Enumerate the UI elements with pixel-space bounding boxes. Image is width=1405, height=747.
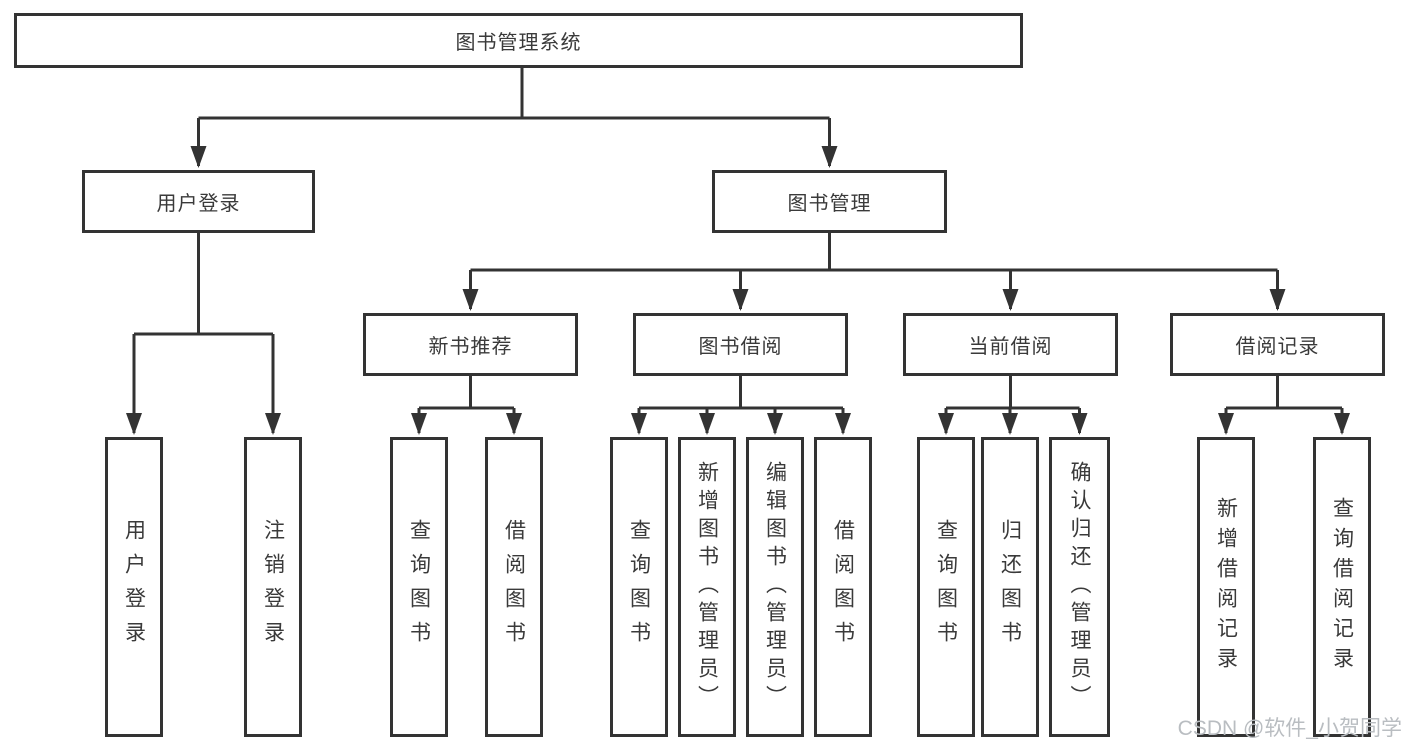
node-book-management: 图书管理 (712, 170, 947, 233)
edge-records-to-leaves (1218, 376, 1350, 435)
node-label: 查询图书 (627, 519, 651, 655)
node-label: 图书管理 (787, 193, 872, 215)
node-leaf-query-books-3: 查询图书 (917, 437, 975, 737)
node-borrow-records: 借阅记录 (1170, 313, 1385, 376)
node-leaf-add-borrow-record: 新增借阅记录 (1197, 437, 1255, 737)
node-book-borrow: 图书借阅 (633, 313, 848, 376)
node-leaf-user-login: 用户登录 (105, 437, 163, 737)
node-label: 借阅图书 (831, 519, 855, 655)
node-leaf-return-book: 归还图书 (981, 437, 1039, 737)
edge-bookborrow-to-leaves (631, 376, 851, 435)
node-label: 确认归还（管理员） (1068, 461, 1091, 713)
node-label: 归还图书 (998, 519, 1022, 655)
edge-userlogin-to-leaves (126, 233, 281, 435)
node-label: 图书管理系统 (455, 32, 582, 54)
node-new-book-recommend: 新书推荐 (363, 313, 578, 376)
node-library-system: 图书管理系统 (14, 13, 1023, 68)
node-label: 图书借阅 (698, 336, 783, 358)
watermark: CSDN @软件_小贺同学 (1177, 717, 1402, 740)
edge-currentborrow-to-leaves (938, 376, 1088, 435)
node-label: 用户登录 (122, 519, 146, 655)
node-user-login: 用户登录 (82, 170, 315, 233)
edge-root-to-level2 (190, 68, 838, 168)
node-leaf-query-books-1: 查询图书 (390, 437, 448, 737)
edge-bookmgmt-to-level3 (462, 233, 1286, 311)
node-label: 借阅记录 (1235, 336, 1320, 358)
node-label: 查询借阅记录 (1330, 497, 1354, 677)
node-leaf-add-book-admin: 新增图书（管理员） (678, 437, 736, 737)
node-label: 查询图书 (407, 519, 431, 655)
node-current-borrow: 当前借阅 (903, 313, 1118, 376)
node-leaf-query-books-2: 查询图书 (610, 437, 668, 737)
node-leaf-logout: 注销登录 (244, 437, 302, 737)
node-leaf-query-borrow-record: 查询借阅记录 (1313, 437, 1371, 737)
node-label: 借阅图书 (502, 519, 526, 655)
node-leaf-edit-book-admin: 编辑图书（管理员） (746, 437, 804, 737)
node-label: 新书推荐 (428, 336, 513, 358)
node-label: 编辑图书（管理员） (763, 461, 787, 713)
node-label: 新增借阅记录 (1214, 497, 1238, 677)
node-label: 查询图书 (934, 519, 958, 655)
edge-recommend-to-leaves (411, 376, 522, 435)
node-label: 当前借阅 (968, 336, 1053, 358)
node-label: 新增图书（管理员） (695, 461, 719, 713)
node-leaf-confirm-return-admin: 确认归还（管理员） (1049, 437, 1110, 737)
node-label: 用户登录 (156, 193, 241, 215)
node-leaf-borrow-books-2: 借阅图书 (814, 437, 872, 737)
node-label: 注销登录 (261, 519, 285, 655)
node-leaf-borrow-books-1: 借阅图书 (485, 437, 543, 737)
